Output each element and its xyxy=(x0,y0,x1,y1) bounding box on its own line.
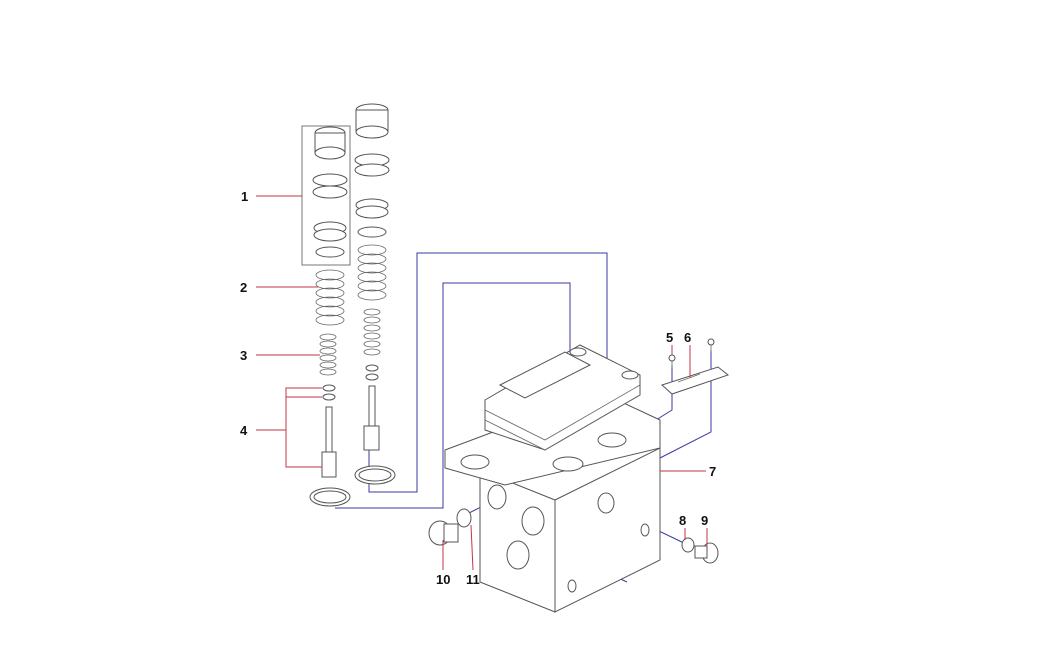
callout-6: 6 xyxy=(684,330,691,345)
callout-3: 3 xyxy=(240,348,247,363)
valve-body-block xyxy=(444,344,661,613)
assembly-line-screw xyxy=(659,350,712,459)
plug-right xyxy=(694,542,719,564)
left-valve-stack xyxy=(301,125,351,507)
washer-left xyxy=(456,508,472,528)
leader-lines xyxy=(256,195,708,571)
spring-small-left xyxy=(319,333,337,376)
callout-5: 5 xyxy=(666,330,673,345)
spring-large-left xyxy=(315,269,345,326)
callout-2: 2 xyxy=(240,280,247,295)
callout-7: 7 xyxy=(709,464,716,479)
washer-right xyxy=(681,537,695,553)
callout-9: 9 xyxy=(701,513,708,528)
callout-8: 8 xyxy=(679,513,686,528)
spring-small-right xyxy=(363,308,381,356)
callout-4: 4 xyxy=(240,423,248,438)
spring-large-right xyxy=(357,244,387,301)
plug-left xyxy=(428,520,459,546)
screws-nameplate xyxy=(668,338,715,368)
callout-11: 11 xyxy=(466,572,480,587)
right-valve-stack xyxy=(354,103,396,485)
callout-10: 10 xyxy=(436,572,450,587)
assembly-line-left-column xyxy=(335,282,571,509)
callout-1: 1 xyxy=(241,189,248,204)
nameplate xyxy=(661,366,730,395)
